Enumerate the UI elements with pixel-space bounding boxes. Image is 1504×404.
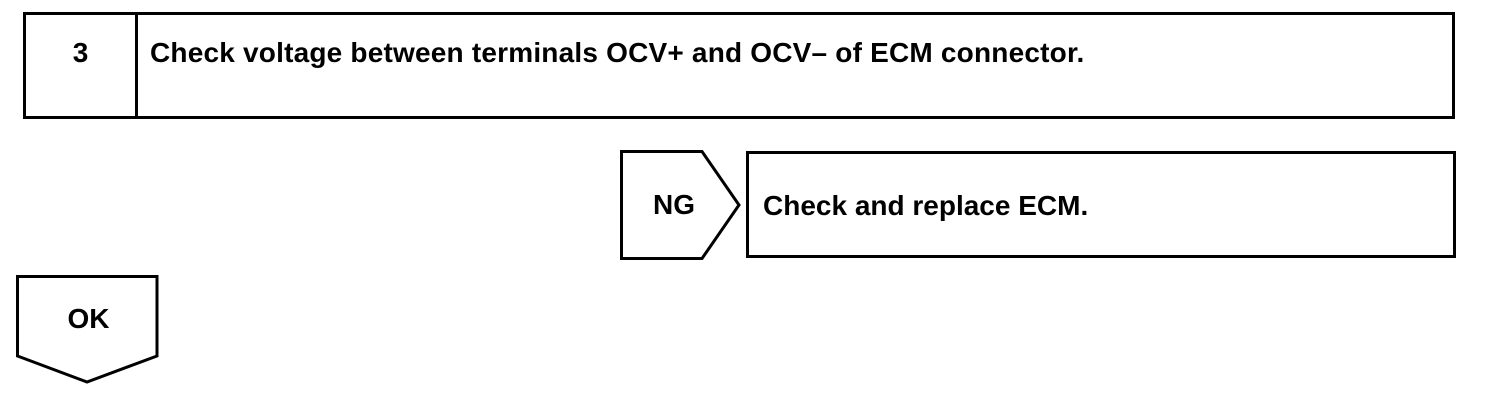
step-number: 3 [26,15,138,116]
ng-action-box: Check and replace ECM. [746,151,1456,258]
ng-arrow-tag: NG [620,150,742,260]
step-box: 3 Check voltage between terminals OCV+ a… [23,12,1455,119]
ok-label: OK [67,303,110,334]
ng-label: NG [653,189,695,220]
ok-arrow-tag: OK [16,275,161,385]
down-arrow-shape [16,275,159,384]
right-arrow-shape [620,150,741,260]
step-title: Check voltage between terminals OCV+ and… [150,37,1085,68]
ng-action-text: Check and replace ECM. [763,190,1089,221]
